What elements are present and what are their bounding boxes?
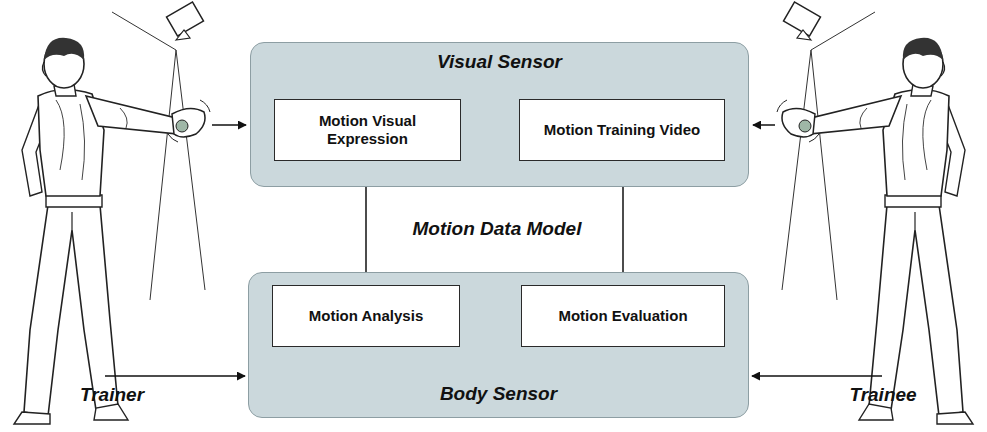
sensor-panel: Body Sensor Motion Analysis Motion Evaluat… [248, 272, 749, 418]
input-arrow [105, 375, 245, 377]
input-arrow [752, 375, 882, 377]
model-label: Motion Data Model [413, 218, 582, 239]
role-label: Trainer [80, 384, 144, 405]
panel-title: Body Sensor [440, 383, 557, 404]
box-text: Motion Training Video [544, 121, 700, 139]
process-box: Motion Evaluation [521, 285, 725, 347]
input-arrow [212, 124, 246, 126]
box-text: Motion Visual Expression [283, 112, 452, 148]
box-text: Motion Evaluation [558, 307, 687, 325]
trainee-figure [777, 2, 973, 424]
trainer-figure [14, 2, 210, 424]
panel-title: Visual Sensor [437, 51, 562, 72]
box-text: Motion Analysis [309, 307, 423, 325]
process-box: Motion Analysis [272, 285, 460, 347]
process-box: Motion Visual Expression [274, 99, 461, 161]
role-label: Trainee [849, 384, 916, 405]
process-box: Motion Training Video [519, 99, 725, 161]
input-arrow [753, 124, 775, 126]
sensor-panel: Visual SensorMotion Visual Expression Mot… [250, 42, 749, 187]
